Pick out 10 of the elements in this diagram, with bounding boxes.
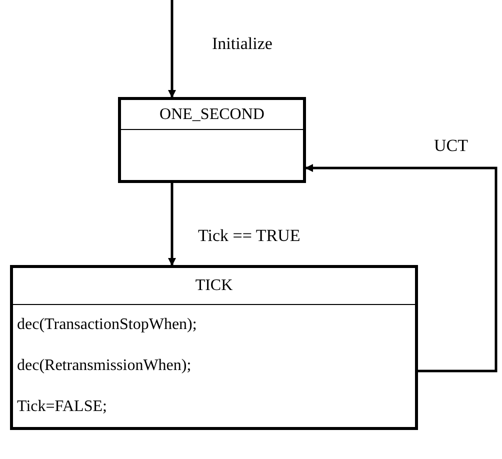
state-name: TICK [195, 277, 233, 295]
state-name: ONE_SECOND [160, 106, 264, 124]
arrow [305, 164, 498, 372]
state-box [10, 265, 418, 430]
action-text: dec(TransactionStopWhen); [17, 316, 197, 334]
arrow [168, 183, 176, 266]
action-text: Tick=FALSE; [17, 398, 107, 416]
state-box [118, 97, 306, 183]
action-text: dec(RetransmissionWhen); [17, 357, 192, 375]
arrow [168, 0, 176, 98]
